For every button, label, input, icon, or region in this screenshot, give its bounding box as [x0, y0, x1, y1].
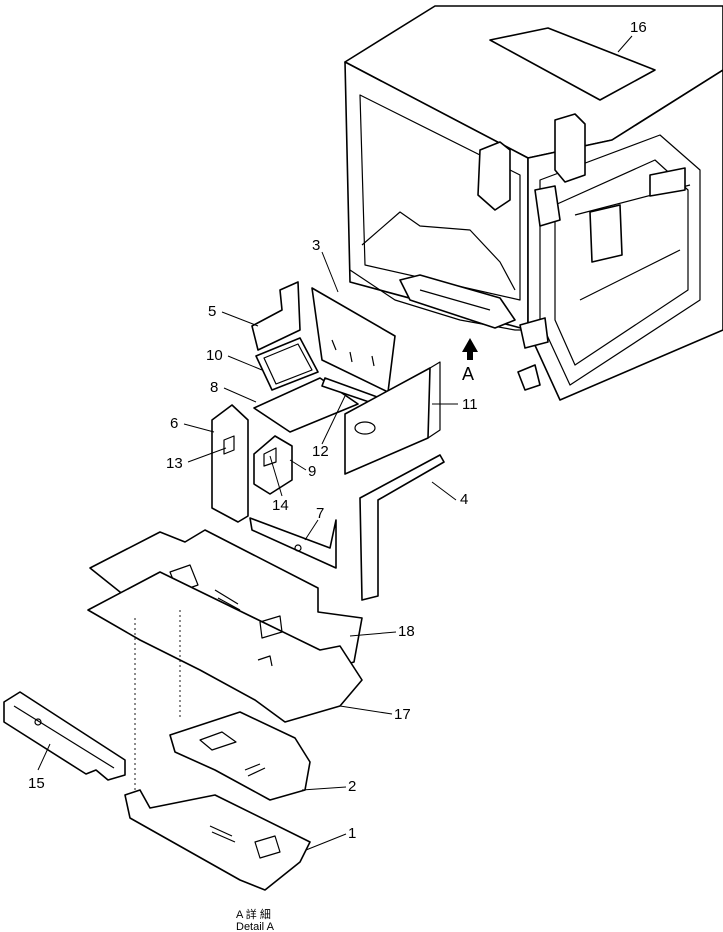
leader-lines	[37, 35, 633, 851]
callout-18: 18	[398, 623, 415, 640]
callout-16: 16	[630, 19, 647, 36]
part-10-cushion	[255, 337, 319, 391]
roof-insulation-16	[489, 27, 656, 101]
callout-17: 17	[394, 706, 411, 723]
callout-4: 4	[460, 491, 468, 508]
part-4-trim	[359, 454, 445, 601]
callout-14: 14	[272, 497, 289, 514]
callout-3: 3	[312, 237, 320, 254]
part-6-panel	[211, 404, 249, 523]
part-8-seat	[253, 377, 359, 433]
callout-5: 5	[208, 303, 216, 320]
callout-7: 7	[316, 505, 324, 522]
detail-caption-jp: A 詳 細	[236, 907, 271, 921]
callout-8: 8	[210, 379, 218, 396]
part-2-plate	[169, 711, 311, 801]
callout-1: 1	[348, 825, 356, 842]
callout-6: 6	[170, 415, 178, 432]
callout-13: 13	[166, 455, 183, 472]
part-5-bracket	[251, 281, 301, 351]
callout-12: 12	[312, 443, 329, 460]
callout-15: 15	[28, 775, 45, 792]
detail-caption-en: Detail A	[236, 921, 275, 932]
view-arrow-label: A	[462, 364, 474, 384]
callout-2: 2	[348, 778, 356, 795]
callout-10: 10	[206, 347, 223, 364]
callout-9: 9	[308, 463, 316, 480]
part-15-channel	[3, 691, 126, 781]
part-3-panel	[311, 287, 396, 393]
part-1-base-plate	[124, 789, 311, 891]
part-7-strip	[249, 517, 337, 569]
view-arrow-a: A	[462, 338, 478, 384]
detail-caption: A 詳 細 Detail A	[236, 907, 275, 932]
callout-labels: 16 3 5 10 8 11 12 6 13 9 14 4 7 18 17 2 …	[28, 19, 647, 842]
cab-assembly	[344, 5, 723, 401]
callout-11: 11	[462, 396, 478, 413]
